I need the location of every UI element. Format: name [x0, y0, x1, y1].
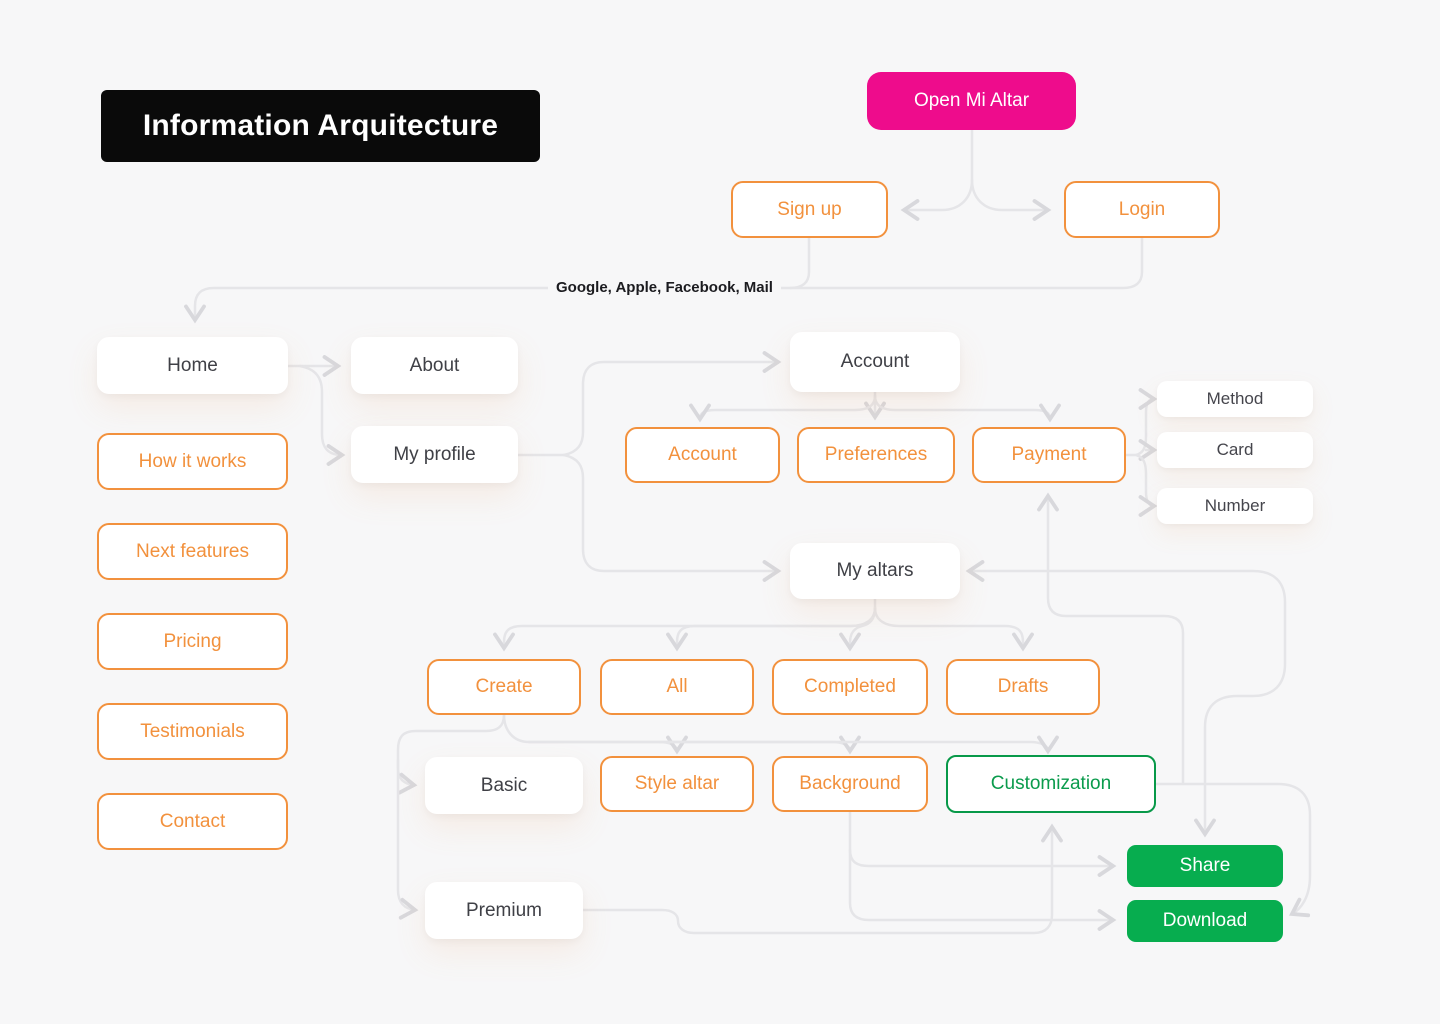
edge-account-account	[689, 394, 877, 423]
node-basic[interactable]: Basic	[425, 757, 583, 814]
node-contact[interactable]: Contact	[97, 793, 288, 850]
edge-premium-customization	[581, 823, 1063, 935]
edge-signup-join	[788, 236, 811, 290]
node-how-it-works[interactable]: How it works	[97, 433, 288, 490]
edge-create-basic	[396, 713, 506, 795]
node-sign-up[interactable]: Sign up	[731, 181, 888, 238]
node-pricing[interactable]: Pricing	[97, 613, 288, 670]
node-about[interactable]: About	[351, 337, 518, 394]
edge-open-login	[970, 178, 1052, 221]
node-download[interactable]: Download	[1127, 900, 1283, 942]
edge-myprofile-account	[562, 351, 782, 457]
node-background[interactable]: Background	[772, 756, 928, 812]
edge-create-customization	[527, 735, 1059, 755]
node-style-altar[interactable]: Style altar	[600, 756, 754, 812]
edge-payment-method	[1124, 388, 1158, 457]
node-card[interactable]: Card	[1157, 432, 1313, 468]
edge-create-background	[527, 735, 861, 755]
edge-account-payment	[873, 394, 1061, 423]
node-share[interactable]: Share	[1127, 845, 1283, 887]
edge-myaltars-drafts	[873, 606, 1034, 652]
edge-open-signup	[900, 128, 974, 221]
node-my-altars[interactable]: My altars	[790, 543, 960, 599]
node-testimonials[interactable]: Testimonials	[97, 703, 288, 760]
edge-share-myaltars	[965, 560, 1287, 838]
node-preferences[interactable]: Preferences	[797, 427, 955, 483]
node-all[interactable]: All	[600, 659, 754, 715]
edge-myaltars-all	[666, 606, 877, 652]
node-customization[interactable]: Customization	[946, 755, 1156, 813]
node-open-mi-altar[interactable]: Open Mi Altar	[867, 72, 1076, 130]
node-premium[interactable]: Premium	[425, 882, 583, 939]
node-account-main[interactable]: Account	[790, 332, 960, 392]
edge-customization-download	[1154, 782, 1312, 918]
edge-loop-payment	[1037, 492, 1185, 786]
node-my-profile[interactable]: My profile	[351, 426, 518, 483]
node-number[interactable]: Number	[1157, 488, 1313, 524]
edge-background-download	[848, 848, 1117, 931]
page-title: Information Arquitecture	[101, 90, 540, 162]
node-payment[interactable]: Payment	[972, 427, 1126, 483]
edge-myaltars-create	[493, 597, 877, 652]
node-completed[interactable]: Completed	[772, 659, 928, 715]
edge-home-myprofile	[298, 364, 346, 466]
node-method[interactable]: Method	[1157, 381, 1313, 417]
social-providers-label: Google, Apple, Facebook, Mail	[548, 277, 781, 298]
edge-create-premium	[396, 758, 419, 920]
node-home[interactable]: Home	[97, 337, 288, 394]
edge-background-share	[848, 810, 1117, 877]
edge-myaltars-completed	[839, 606, 877, 652]
node-login[interactable]: Login	[1064, 181, 1220, 238]
edge-payment-number	[1134, 453, 1158, 517]
edge-create-stylealtar	[502, 713, 688, 755]
node-account[interactable]: Account	[625, 427, 780, 483]
node-create[interactable]: Create	[427, 659, 581, 715]
node-drafts[interactable]: Drafts	[946, 659, 1100, 715]
edge-myprofile-myaltars	[562, 453, 782, 582]
node-next-features[interactable]: Next features	[97, 523, 288, 580]
